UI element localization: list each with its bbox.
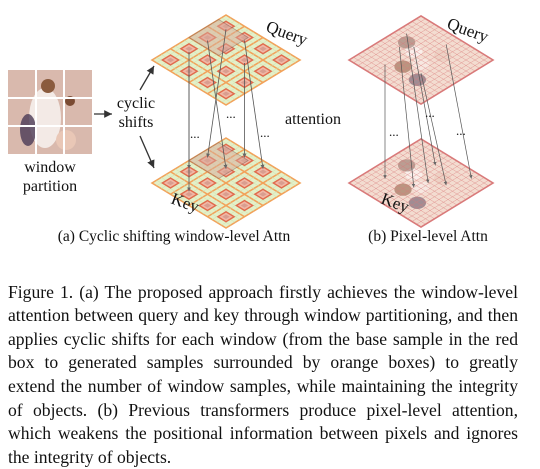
ellipsis-b-2: ... [425,105,435,120]
attention-link [207,40,228,169]
figure-caption: Figure 1. (a) The proposed approach firs… [8,281,518,469]
attention-label: attention [285,111,341,128]
cyclic-arrow-down [139,135,155,169]
attention-link [206,29,227,158]
attention-link [399,46,416,188]
window-partition-image [8,70,92,154]
key-plane-window [150,137,302,229]
attention-link [420,73,448,186]
pixel-attention-links [383,33,473,188]
figure-1: window partition cyclic shifts Query Key… [8,14,495,245]
attention-link [413,46,437,166]
ellipsis-a-2: ... [226,106,236,121]
caption-text: (a) The proposed approach firstly achiev… [8,281,518,467]
ellipsis-a-3: ... [260,125,270,140]
cyclic-label-2: shifts [119,114,154,131]
ellipsis-b-3: ... [456,123,466,138]
window-partition-label-1: window [24,159,76,176]
attention-link [445,44,473,179]
attention-link [406,33,430,184]
subcaption-b: (b) Pixel-level Attn [368,228,488,245]
subcaption-a: (a) Cyclic shifting window-level Attn [58,228,291,245]
ellipsis-a-1: ... [190,126,200,141]
window-partition-label-2: partition [23,178,77,195]
ellipsis-b-1: ... [389,124,399,139]
cyclic-arrow-up [139,65,155,91]
key-plane-pixel [347,138,495,228]
attention-link [244,40,265,169]
window-attention-links [187,29,265,192]
cyclic-label-1: cyclic [117,95,155,112]
caption-label: Figure 1. [8,281,74,302]
